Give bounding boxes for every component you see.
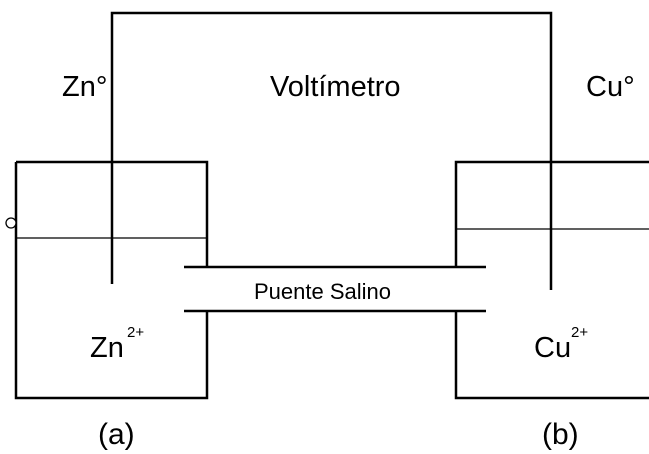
zn-ion-label: Zn bbox=[90, 332, 124, 364]
beaker-b-lower bbox=[454, 311, 649, 400]
caption-b: (b) bbox=[542, 418, 579, 451]
beaker-b bbox=[454, 160, 649, 267]
beaker-a-lower bbox=[14, 162, 209, 400]
beaker-a-marker bbox=[5, 217, 17, 229]
cu-ion-charge: 2+ bbox=[571, 324, 588, 341]
salt-bridge-label: Puente Salino bbox=[254, 279, 391, 304]
cu-ion-label: Cu bbox=[534, 332, 571, 364]
caption-a: (a) bbox=[98, 418, 135, 451]
circuit-wire bbox=[110, 11, 553, 290]
voltmeter-label: Voltímetro bbox=[270, 71, 401, 103]
zn-metal-label: Zn° bbox=[62, 71, 107, 103]
zn-ion-charge: 2+ bbox=[127, 324, 144, 341]
cu-metal-label: Cu° bbox=[586, 71, 635, 103]
beaker-a bbox=[16, 160, 209, 267]
